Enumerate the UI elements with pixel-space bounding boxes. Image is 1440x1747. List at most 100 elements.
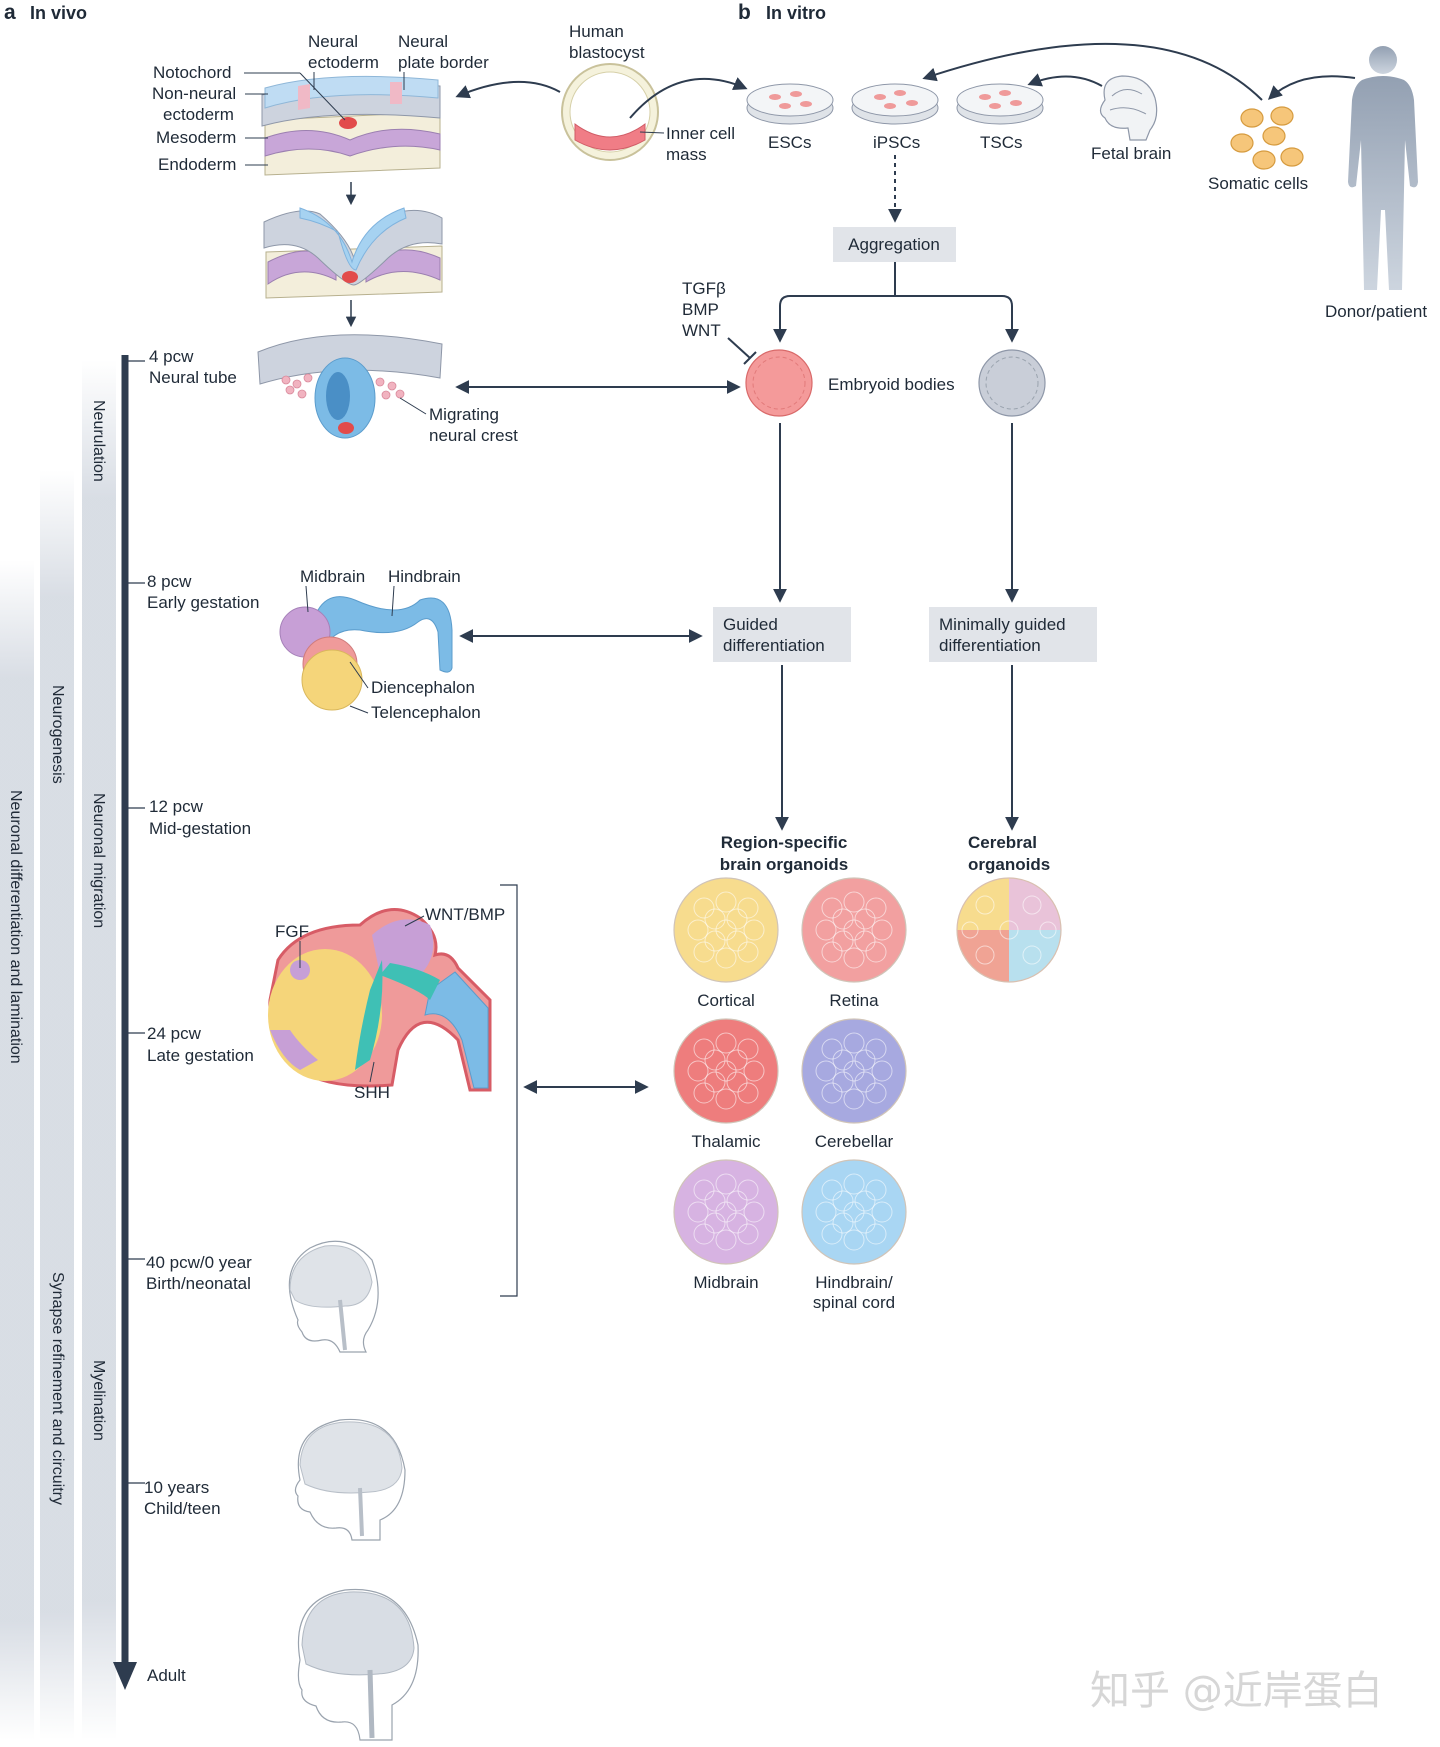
- organoid-bud: [693, 1223, 715, 1245]
- organoid-bud: [843, 947, 865, 969]
- synapse-refinement-label: Synapse refinement and circuitry: [49, 1272, 66, 1505]
- arrow-fetalbrain-to-tscs: [1027, 73, 1103, 87]
- outer-process-label: Neuronal differentiation and lamination: [7, 790, 24, 1064]
- timeline-arrowhead: [113, 1662, 137, 1690]
- organoid-bud: [726, 1190, 748, 1212]
- svg-text:differentiation: differentiation: [939, 636, 1041, 655]
- organoid-label: spinal cord: [813, 1293, 895, 1312]
- ipscs-label: iPSCs: [873, 133, 920, 152]
- arrow-donor-to-somatic: [1267, 75, 1356, 100]
- neural-ectoderm-label-2: ectoderm: [308, 53, 379, 72]
- neural-ectoderm-label-1: Neural: [308, 32, 358, 51]
- organoid-bud: [871, 1201, 893, 1223]
- organoid-bud: [693, 941, 715, 963]
- svg-text:mass: mass: [666, 145, 707, 164]
- organoid-bud: [832, 1049, 854, 1071]
- organoid-bud: [815, 919, 837, 941]
- organoid-bud: [815, 1201, 837, 1223]
- aggregation-box: Aggregation: [833, 227, 956, 262]
- neural-tube-section: [257, 334, 443, 439]
- organoid-bud: [821, 941, 843, 963]
- dish-ipscs: iPSCs: [851, 83, 939, 152]
- organoid-bud: [865, 1082, 887, 1104]
- organoid-bud: [693, 1038, 715, 1060]
- organoid-bud: [726, 908, 748, 930]
- embryo-section-2: [263, 207, 443, 299]
- non-neural-ectoderm-label-2: ectoderm: [163, 105, 234, 124]
- non-neural-ectoderm-label-1: Non-neural: [152, 84, 236, 103]
- process-bars: Neuronal differentiation and lamination …: [0, 360, 116, 1740]
- organoid-bud: [832, 1212, 854, 1234]
- timeline-entry-10years: 10 years Child/teen: [128, 1478, 221, 1518]
- brain-24pcw-bracket: [500, 884, 518, 1297]
- panel-b-title: In vitro: [766, 3, 826, 23]
- organoid-bud: [704, 930, 726, 952]
- organoid-bud: [843, 919, 865, 941]
- svg-text:neural crest: neural crest: [429, 426, 518, 445]
- panel-a-title: In vivo: [30, 3, 87, 23]
- organoid-bud: [832, 908, 854, 930]
- organoid-bud: [715, 947, 737, 969]
- organoid-bud: [865, 1223, 887, 1245]
- svg-text:Region-specific: Region-specific: [721, 833, 848, 852]
- organoid-bud: [821, 1082, 843, 1104]
- organoid-bud: [821, 897, 843, 919]
- organoid-bud: [854, 1190, 876, 1212]
- svg-text:Aggregation: Aggregation: [848, 235, 940, 254]
- organoid-bud: [704, 1212, 726, 1234]
- minimally-guided-box: Minimally guided differentiation: [929, 607, 1097, 662]
- organoid-midbrain: Midbrain: [673, 1159, 779, 1292]
- organoid-body: [673, 877, 779, 983]
- neural-plate-border-label-2: plate border: [398, 53, 489, 72]
- organoid-bud: [715, 891, 737, 913]
- neonate-head-icon: [288, 1240, 379, 1353]
- timeline-stage: Child/teen: [144, 1499, 221, 1518]
- organoid-bud: [743, 1201, 765, 1223]
- organoid-thalamic: Thalamic: [673, 1018, 779, 1151]
- organoid-cerebellar: Cerebellar: [801, 1018, 907, 1151]
- organoid-bud: [737, 1223, 759, 1245]
- organoid-bud: [821, 1179, 843, 1201]
- svg-text:Migrating: Migrating: [429, 405, 499, 424]
- svg-text:differentiation: differentiation: [723, 636, 825, 655]
- panel-b-header: b In vitro: [738, 1, 826, 24]
- organoid-bud: [843, 1032, 865, 1054]
- organoid-bud: [693, 1082, 715, 1104]
- inner-process-bar: [82, 360, 116, 1740]
- dish-escs: ESCs: [746, 83, 834, 152]
- organoid-bud: [871, 919, 893, 941]
- neural-crest-label: Migrating neural crest: [399, 397, 518, 445]
- organoid-bud: [737, 1179, 759, 1201]
- organoid-bud: [743, 919, 765, 941]
- organoid-bud: [726, 1049, 748, 1071]
- svg-text:BMP: BMP: [682, 300, 719, 319]
- organoid-bud: [687, 1201, 709, 1223]
- organoid-bud: [832, 1071, 854, 1093]
- organoid-label: Hindbrain/: [815, 1273, 893, 1292]
- aggregation-split: [779, 262, 1013, 340]
- guided-differentiation-box: Guided differentiation: [713, 607, 851, 662]
- organoid-bud: [737, 1082, 759, 1104]
- organoid-retina: Retina: [801, 877, 907, 1010]
- organoid-bud: [687, 1060, 709, 1082]
- endoderm-label: Endoderm: [158, 155, 236, 174]
- arrow-icm-to-escs: [629, 77, 748, 119]
- timeline-stage: Early gestation: [147, 593, 259, 612]
- myelination-label: Myelination: [90, 1360, 107, 1441]
- organoid-label: Retina: [829, 991, 879, 1010]
- organoid-bud: [743, 1060, 765, 1082]
- svg-text:Guided: Guided: [723, 615, 778, 634]
- midbrain-label: Midbrain: [300, 567, 365, 586]
- organoid-hindbrain: Hindbrain/spinal cord: [801, 1159, 907, 1312]
- timeline-stage: Neural tube: [149, 368, 237, 387]
- timeline-stage: Mid-gestation: [149, 819, 251, 838]
- organoid-bud: [871, 1060, 893, 1082]
- svg-text:TGFβ: TGFβ: [682, 279, 726, 298]
- notochord-label: Notochord: [153, 63, 231, 82]
- timeline-entry-adult: Adult: [147, 1666, 186, 1685]
- embryoid-body-guided: [745, 349, 813, 417]
- organoid-bud: [854, 1212, 876, 1234]
- cerebral-organoid: [956, 877, 1062, 983]
